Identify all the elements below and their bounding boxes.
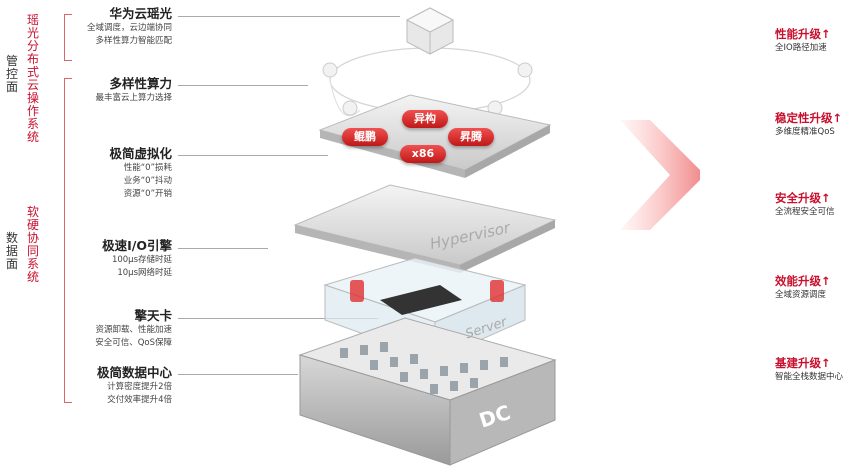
upgrade-title: 稳定性升级 [775,111,833,125]
bracket-tick [64,78,72,79]
feature-desc: 性能“0”损耗 [123,163,172,173]
feature-qingtian-card: 擎天卡 资源卸载、性能加速 安全可信、QoS保障 [72,308,172,350]
architecture-diagram: Hypervisor Server DC [293,7,700,466]
cloud-cube-icon [405,7,455,55]
feature-desc: 最丰富云上算力选择 [95,93,172,103]
upgrade-stability: 稳定性升级↑ 多维度精准QoS [775,110,842,139]
feature-desc: 交付效率提升4倍 [107,395,172,405]
orbit-node-icon [342,100,358,116]
hypervisor-layer [293,184,557,266]
chip-kunpeng: 鲲鹏 [342,128,388,146]
server-racks [340,342,508,394]
control-plane-bracket [64,14,65,61]
upgrade-desc: 智能全栈数据中心 [775,372,844,382]
orbit-node-icon [322,62,338,78]
bracket-tick [64,402,72,403]
up-arrow-icon: ↑ [821,191,831,205]
control-plane-system-label: 瑶光分布式云操作系统 [26,13,39,144]
storage-cylinder-icon [490,280,504,302]
upgrade-title: 基建升级 [775,356,821,370]
feature-title: 多样性算力 [109,76,172,91]
feature-desc: 全域调度，云边端协同 [86,23,172,33]
feature-title: 极简数据中心 [96,365,172,380]
leader-line [178,16,400,17]
control-plane-label: 管控面 [5,54,18,94]
feature-desc: 资源“0”开销 [123,189,172,199]
feature-title: 华为云瑶光 [109,6,172,21]
feature-title: 擎天卡 [134,308,172,323]
up-arrow-icon: ↑ [832,111,843,125]
up-arrow-icon: ↑ [821,356,831,370]
feature-yaoguang: 华为云瑶光 全域调度，云边端协同 多样性算力智能匹配 [72,6,172,48]
storage-cylinder-icon [350,280,364,302]
feature-title: 极速I/O引擎 [102,238,172,253]
orbit-arc [329,79,361,117]
leader-line [178,374,298,375]
up-arrow-icon: ↑ [821,274,831,288]
upgrade-desc: 全IO路径加速 [775,43,827,53]
up-arrow-icon: ↑ [821,27,831,41]
feature-title: 极简虚拟化 [109,146,172,161]
feature-desc: 100μs存储时延 [111,255,172,265]
orbit-node-icon [517,62,533,78]
upgrade-security: 安全升级↑ 全流程安全可信 [775,190,835,219]
qingtian-card-icon [380,285,462,315]
leader-line [178,318,378,319]
feature-diverse-compute: 多样性算力 最丰富云上算力选择 [72,76,172,105]
data-plane-label: 数据面 [5,231,18,271]
upgrade-performance: 性能升级↑ 全IO路径加速 [775,26,831,55]
upgrade-desc: 多维度精准QoS [775,127,835,137]
upgrade-title: 安全升级 [775,191,821,205]
chip-ascend: 昇腾 [448,128,494,146]
upgrade-desc: 全流程安全可信 [775,207,835,217]
leader-line [178,155,328,156]
upgrade-desc: 全域资源调度 [775,290,827,300]
feature-desc: 计算密度提升2倍 [107,382,172,392]
leader-line [178,248,268,249]
feature-io-engine: 极速I/O引擎 100μs存储时延 10μs网络时延 [72,238,172,280]
feature-desc: 业务“0”抖动 [123,176,172,186]
bracket-tick [64,14,72,15]
feature-desc: 资源卸载、性能加速 [95,325,172,335]
data-plane-bracket [64,78,65,403]
red-glow-arrow [620,120,700,230]
upgrade-efficiency: 效能升级↑ 全域资源调度 [775,273,831,302]
data-plane-system-label: 软硬协同系统 [26,205,39,284]
bracket-tick [64,60,72,61]
feature-desc: 10μs网络时延 [117,268,172,278]
chip-heterogeneous: 异构 [402,110,448,128]
feature-desc: 多样性算力智能匹配 [95,36,172,46]
upgrade-infrastructure: 基建升级↑ 智能全栈数据中心 [775,355,843,384]
chip-x86: x86 [400,145,446,163]
feature-datacenter: 极简数据中心 计算密度提升2倍 交付效率提升4倍 [72,365,172,407]
feature-desc: 安全可信、QoS保障 [95,338,172,348]
upgrade-title: 效能升级 [775,274,821,288]
upgrade-title: 性能升级 [775,27,821,41]
feature-virtualization: 极简虚拟化 性能“0”损耗 业务“0”抖动 资源“0”开销 [72,146,172,201]
leader-line [178,85,308,86]
